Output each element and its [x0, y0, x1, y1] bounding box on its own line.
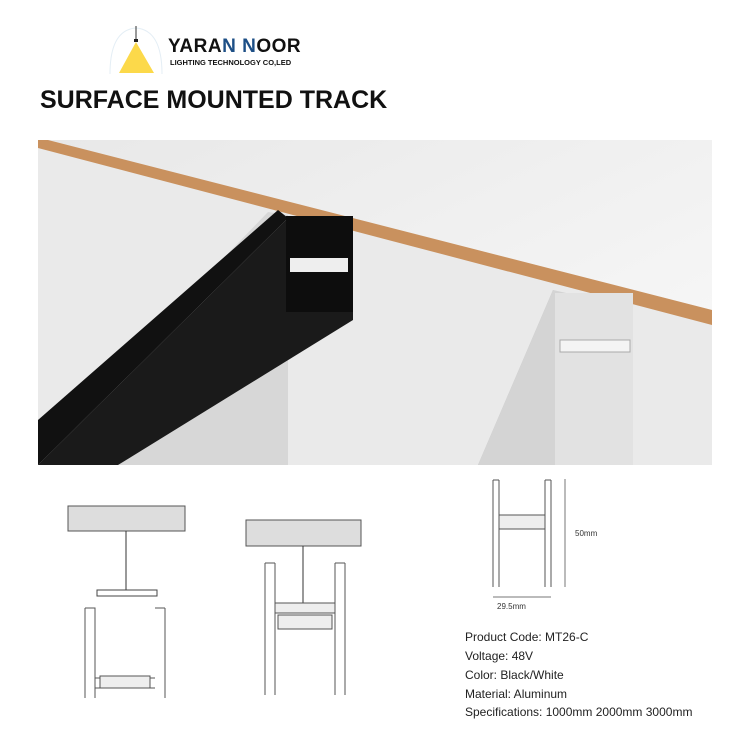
brand-subtitle: LIGHTING TECHNOLOGY CO,LED [170, 58, 292, 67]
product-photo [38, 140, 712, 465]
page-title: SURFACE MOUNTED TRACK [40, 86, 388, 114]
brand-name: YARAN NOOR [168, 36, 302, 57]
height-dimension: 50mm [575, 529, 598, 538]
width-dimension: 29.5mm [497, 602, 526, 611]
black-track [38, 210, 288, 465]
suspended-mount-drawing [67, 505, 186, 698]
wood-ceiling [38, 140, 712, 325]
spec-color: Color: Black/White [465, 668, 564, 682]
lamp-logo-icon [109, 26, 163, 75]
profile-dimension-drawing [492, 479, 566, 598]
surface-mount-drawing [245, 519, 362, 695]
spec-lengths: Specifications: 1000mm 2000mm 3000mm [465, 705, 693, 719]
spec-product-code: Product Code: MT26-C [465, 630, 589, 644]
spec-voltage: Voltage: 48V [465, 649, 534, 663]
spec-material: Material: Aluminum [465, 687, 568, 701]
